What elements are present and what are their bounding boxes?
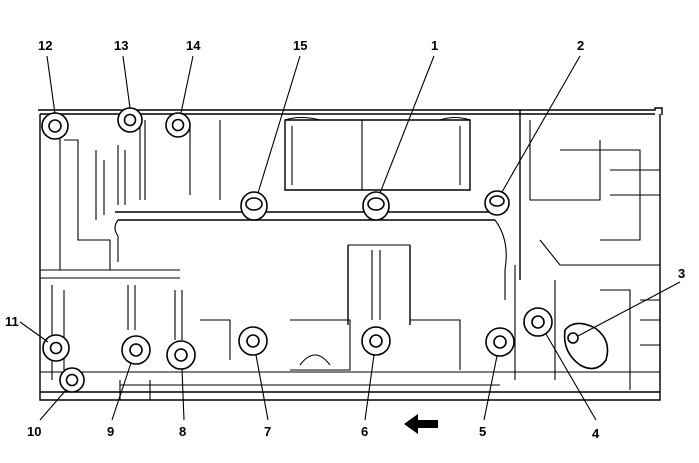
bolt-9 [121, 335, 151, 365]
callout-10: 10 [27, 424, 41, 439]
bolt-2 [484, 190, 510, 216]
callout-4: 4 [592, 426, 600, 441]
callout-3: 3 [678, 266, 685, 281]
bolt-5 [485, 327, 515, 357]
bolt-15 [240, 191, 268, 221]
bolt-1 [362, 191, 390, 221]
callout-1: 1 [431, 38, 438, 53]
callout-12: 12 [38, 38, 52, 53]
callout-8: 8 [179, 424, 186, 439]
housing-outline [38, 107, 663, 401]
callout-5: 5 [479, 424, 486, 439]
left-arrow-icon [404, 414, 438, 434]
bolt-11 [42, 334, 70, 362]
bolt-10 [59, 367, 85, 393]
bolt-8 [166, 340, 196, 370]
callout-15: 15 [293, 38, 307, 53]
bolt-6 [361, 326, 391, 356]
callout-labels: 12 13 14 15 1 2 3 11 10 9 8 7 6 5 4 [5, 38, 685, 441]
callout-9: 9 [107, 424, 114, 439]
callout-7: 7 [264, 424, 271, 439]
leader-lines [19, 55, 681, 421]
bolt-bosses [41, 107, 609, 393]
callout-11: 11 [5, 314, 19, 329]
bolt-12 [41, 112, 69, 140]
bolt-3 [563, 322, 609, 370]
callout-2: 2 [577, 38, 584, 53]
callout-13: 13 [114, 38, 128, 53]
bolt-4 [523, 307, 553, 337]
bolt-7 [238, 326, 268, 356]
bolt-13 [117, 107, 143, 133]
callout-6: 6 [361, 424, 368, 439]
bolt-14 [165, 112, 191, 138]
callout-14: 14 [186, 38, 201, 53]
